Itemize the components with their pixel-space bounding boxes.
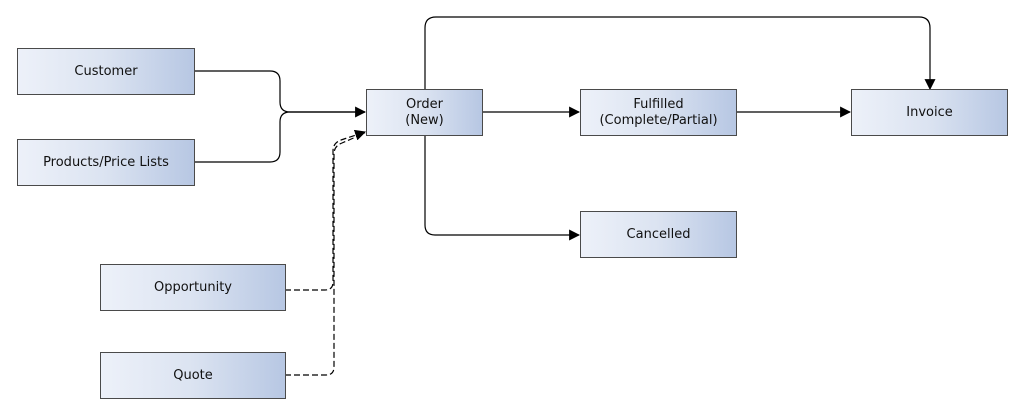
invoice-node: Invoice [851,89,1008,136]
edge-quote-order [285,132,366,376]
opportunity-node: Opportunity [100,264,286,311]
products-price-lists-node: Products/Price Lists [17,139,195,186]
edge-products-order [194,111,365,163]
customer-node: Customer [17,48,195,95]
invoice-label: Invoice [906,104,953,120]
quote-node: Quote [100,352,286,399]
order-node: Order (New) [366,89,483,136]
quote-label: Quote [173,367,213,383]
products-price-lists-label: Products/Price Lists [43,154,169,170]
edge-opportunity-order [285,129,367,291]
edge-order-cancelled [424,135,581,241]
edge-order-invoice [424,16,936,91]
cancelled-node: Cancelled [580,211,737,258]
edge-customer-order [194,70,367,118]
opportunity-label: Opportunity [153,279,232,295]
fulfilled-label: Fulfilled (Complete/Partial) [599,96,718,128]
cancelled-label: Cancelled [626,226,691,242]
order-label: Order (New) [405,96,444,128]
fulfilled-node: Fulfilled (Complete/Partial) [580,89,737,136]
customer-label: Customer [74,63,138,79]
